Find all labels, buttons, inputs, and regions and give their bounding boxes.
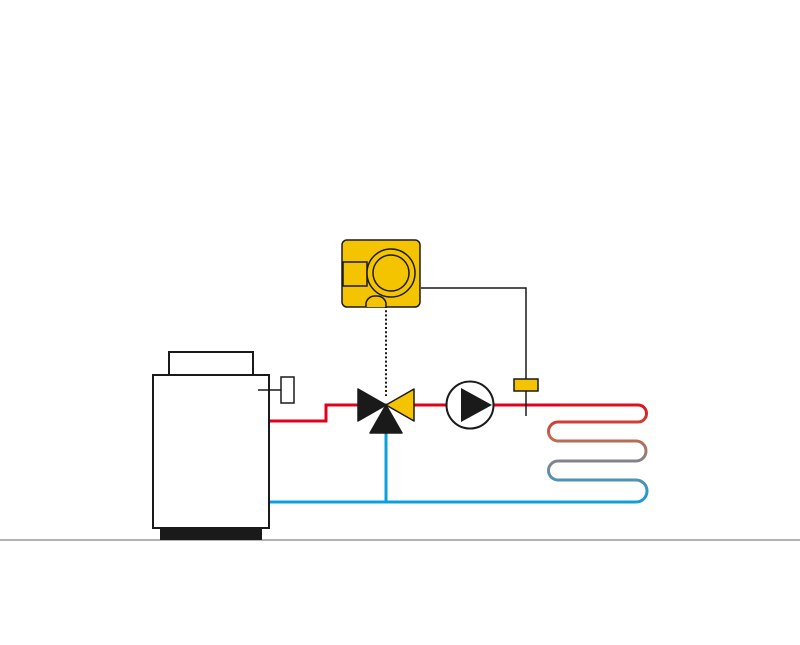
valve-right-port xyxy=(385,388,415,422)
signal-wire xyxy=(421,287,527,379)
boiler-sensor-icon xyxy=(258,376,295,404)
flow-sensor-icon xyxy=(513,378,539,416)
controller-actuator-mount xyxy=(365,295,387,307)
pump-arrow xyxy=(461,388,492,422)
valve-left-port xyxy=(357,388,387,422)
boiler-body xyxy=(152,374,270,529)
underfloor-loop xyxy=(547,403,649,504)
circulation-pump-icon xyxy=(445,380,495,430)
boiler-top-cap xyxy=(168,351,254,376)
controller-dial-inner xyxy=(372,254,410,292)
valve-bottom-port xyxy=(369,404,403,434)
boiler-icon xyxy=(152,351,270,540)
boiler-base xyxy=(160,528,262,540)
supply-pipe xyxy=(268,403,560,423)
three-way-valve-icon xyxy=(357,388,415,434)
controller-icon xyxy=(341,239,421,308)
controller-display xyxy=(342,261,368,287)
